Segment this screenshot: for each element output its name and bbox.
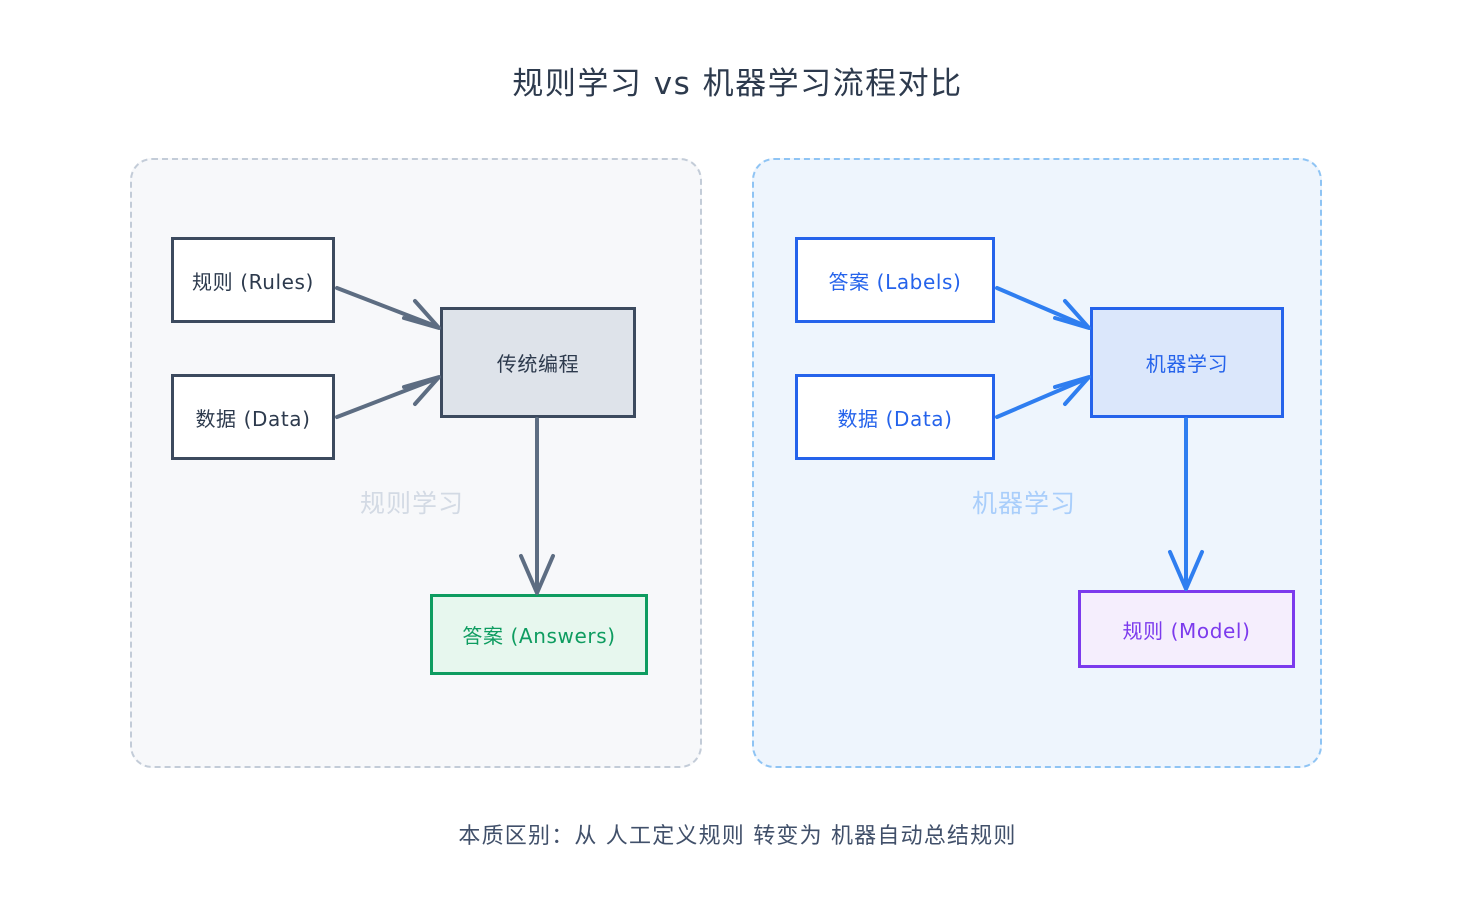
panel-label-machine-learning: 机器学习 (972, 489, 1077, 518)
node-machine-learning-label: 机器学习 (1145, 352, 1229, 376)
node-model-label: 规则 (Model) (1122, 618, 1251, 643)
node-data-left[interactable]: 数据 (Data) (171, 374, 335, 460)
node-rules[interactable]: 规则 (Rules) (171, 237, 335, 323)
node-labels[interactable]: 答案 (Labels) (795, 237, 995, 323)
panel-label-rule-learning: 规则学习 (360, 489, 465, 518)
node-rules-label: 规则 (Rules) (192, 269, 314, 294)
node-data-right[interactable]: 数据 (Data) (795, 374, 995, 460)
node-traditional-programming[interactable]: 传统编程 (440, 307, 636, 418)
node-answers[interactable]: 答案 (Answers) (430, 594, 648, 675)
node-machine-learning[interactable]: 机器学习 (1090, 307, 1284, 418)
node-labels-label: 答案 (Labels) (828, 269, 962, 294)
page-title: 规则学习 vs 机器学习流程对比 (512, 66, 963, 102)
diagram-caption: 本质区别：从 人工定义规则 转变为 机器自动总结规则 (458, 824, 1017, 849)
node-traditional-programming-label: 传统编程 (496, 352, 580, 376)
node-model[interactable]: 规则 (Model) (1078, 590, 1295, 668)
node-data-right-label: 数据 (Data) (837, 406, 953, 431)
node-answers-label: 答案 (Answers) (462, 624, 616, 648)
node-data-left-label: 数据 (Data) (195, 406, 311, 431)
